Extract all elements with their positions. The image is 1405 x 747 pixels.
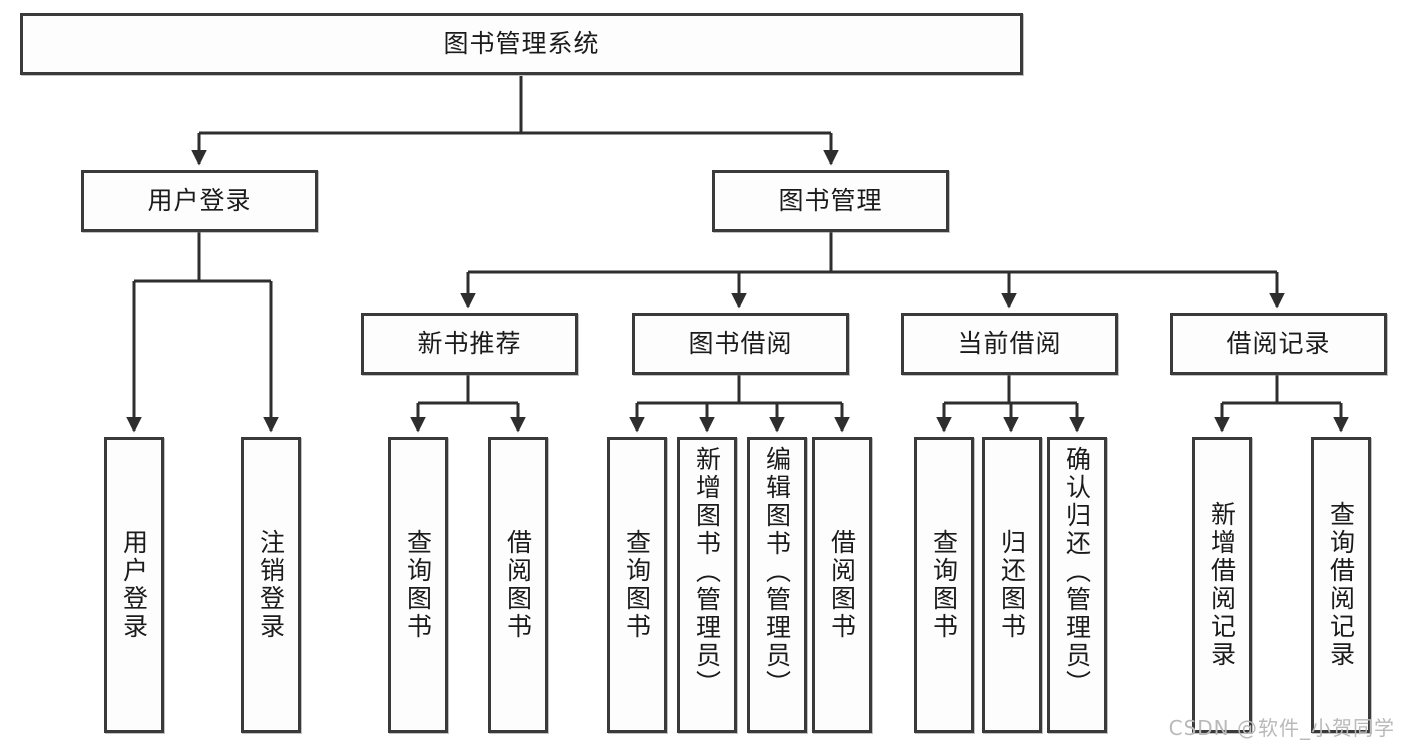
node-new-book-recommend[interactable]: 新书推荐	[361, 313, 578, 375]
node-borrow-record[interactable]: 借阅记录	[1170, 313, 1387, 375]
leaf-borrow-book-2-label: 借阅图书	[827, 529, 857, 641]
leaf-edit-book-label: 编辑图书（管理员）	[762, 446, 792, 698]
node-new-book-recommend-label: 新书推荐	[417, 328, 522, 358]
leaf-user-login[interactable]: 用户登录	[104, 437, 164, 733]
node-book-management-label: 图书管理	[778, 185, 883, 215]
node-borrow-record-label: 借阅记录	[1226, 328, 1331, 358]
leaf-borrow-book-2[interactable]: 借阅图书	[812, 437, 872, 733]
node-current-borrow[interactable]: 当前借阅	[901, 313, 1118, 375]
node-book-borrow[interactable]: 图书借阅	[632, 313, 849, 375]
leaf-confirm-return[interactable]: 确认归还（管理员）	[1047, 437, 1107, 733]
node-user-login[interactable]: 用户登录	[81, 170, 318, 232]
node-book-management[interactable]: 图书管理	[712, 170, 949, 232]
leaf-add-book-label: 新增图书（管理员）	[692, 446, 722, 698]
csdn-watermark: CSDN @软件_小贺同学	[1168, 716, 1395, 740]
leaf-add-borrow-record[interactable]: 新增借阅记录	[1192, 437, 1252, 733]
leaf-query-book-2[interactable]: 查询图书	[607, 437, 667, 733]
leaf-query-book-3[interactable]: 查询图书	[914, 437, 974, 733]
leaf-logout-login[interactable]: 注销登录	[241, 437, 301, 733]
leaf-add-book[interactable]: 新增图书（管理员）	[677, 437, 737, 733]
leaf-user-login-label: 用户登录	[119, 529, 149, 641]
leaf-logout-login-label: 注销登录	[256, 529, 286, 641]
node-root[interactable]: 图书管理系统	[20, 13, 1023, 75]
leaf-confirm-return-label: 确认归还（管理员）	[1062, 446, 1092, 698]
leaf-borrow-book-1[interactable]: 借阅图书	[488, 437, 548, 733]
leaf-query-book-1-label: 查询图书	[403, 529, 433, 641]
leaf-query-borrow-record-label: 查询借阅记录	[1326, 501, 1356, 669]
leaf-edit-book[interactable]: 编辑图书（管理员）	[747, 437, 807, 733]
leaf-return-book-label: 归还图书	[997, 529, 1027, 641]
leaf-add-borrow-record-label: 新增借阅记录	[1207, 501, 1237, 669]
node-user-login-label: 用户登录	[147, 185, 252, 215]
leaf-query-book-3-label: 查询图书	[929, 529, 959, 641]
leaf-query-book-2-label: 查询图书	[622, 529, 652, 641]
node-book-borrow-label: 图书借阅	[688, 328, 793, 358]
node-root-label: 图书管理系统	[443, 28, 600, 58]
leaf-query-borrow-record[interactable]: 查询借阅记录	[1311, 437, 1371, 733]
leaf-return-book[interactable]: 归还图书	[982, 437, 1042, 733]
node-current-borrow-label: 当前借阅	[957, 328, 1062, 358]
leaf-query-book-1[interactable]: 查询图书	[388, 437, 448, 733]
leaf-borrow-book-1-label: 借阅图书	[503, 529, 533, 641]
